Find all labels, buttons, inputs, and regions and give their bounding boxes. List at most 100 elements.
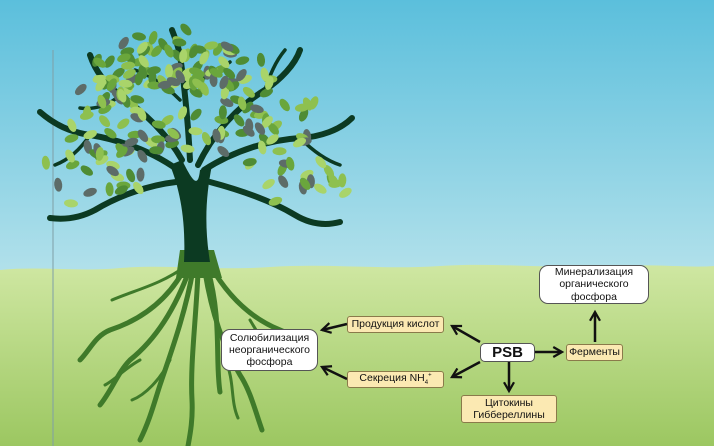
leaf [161, 115, 174, 126]
branch [207, 179, 343, 227]
leaf [294, 103, 309, 112]
leaf [151, 135, 166, 144]
trunk-body [170, 160, 212, 262]
enzymes-label: Ферменты [569, 346, 620, 359]
solubilization-label: Солюбилизация неорганического фосфора [229, 331, 310, 369]
leaf [147, 81, 162, 90]
leaf [323, 165, 335, 178]
leaf [54, 177, 63, 192]
leaf [137, 107, 147, 121]
leaf [272, 147, 287, 156]
root [130, 358, 172, 402]
branch [201, 115, 355, 173]
leaf [264, 76, 274, 90]
root [77, 259, 191, 363]
leaf [217, 146, 230, 157]
arrow-acids-to-solubilization [319, 322, 348, 334]
leaf [189, 45, 199, 59]
leaf [64, 134, 79, 143]
leaf [41, 155, 50, 170]
leaf [65, 149, 75, 163]
leaf [299, 177, 311, 190]
leaf [117, 53, 131, 63]
leaf [235, 56, 250, 65]
leaf [236, 69, 247, 82]
leaf [188, 127, 203, 136]
psb-label: PSB [492, 343, 523, 361]
leaf [339, 187, 352, 198]
leaf [148, 70, 157, 85]
leaf [219, 75, 229, 90]
root [103, 358, 142, 387]
root [97, 265, 193, 408]
leaf [199, 82, 209, 96]
leaf [218, 105, 227, 120]
leaf [218, 56, 230, 69]
leaf [220, 97, 234, 108]
leaf [254, 122, 266, 135]
leaf [67, 118, 77, 132]
leaf [268, 123, 279, 135]
leaf [191, 71, 205, 81]
leaf [120, 47, 135, 56]
leaf [79, 111, 94, 120]
leaf [266, 134, 279, 145]
leaf [105, 182, 114, 197]
leaf [126, 168, 136, 183]
arrow-psb-to-ammonium [450, 360, 481, 379]
leaf [201, 131, 212, 146]
leaf [64, 199, 78, 208]
leaf [124, 137, 139, 147]
root [137, 267, 196, 443]
leaf [242, 125, 255, 137]
leaf [132, 32, 146, 41]
leaf [130, 95, 145, 104]
leaf [136, 167, 145, 182]
psb-node: PSB [480, 343, 535, 362]
leaf [80, 165, 93, 176]
leaf [278, 175, 289, 188]
leaf [262, 178, 275, 190]
leaf [293, 137, 306, 148]
leaf [261, 116, 273, 128]
leaf [172, 38, 187, 47]
leaf [164, 44, 174, 58]
ammonium-node: Секреция NH4+ [347, 371, 444, 388]
leaf [167, 128, 180, 139]
leaf [309, 96, 319, 110]
leaf [212, 128, 221, 143]
leaf [220, 41, 234, 52]
ammonium-label: Секреция NH4+ [359, 372, 432, 387]
leaf [104, 128, 117, 139]
leaf [118, 79, 133, 88]
leaf [95, 146, 104, 161]
leaf [242, 158, 257, 167]
leaf [83, 130, 97, 140]
hormones-label: Цитокины Гиббереллины [473, 396, 545, 421]
branch [47, 179, 179, 222]
leaf [118, 36, 129, 50]
leaf [93, 57, 107, 68]
leaf [314, 183, 327, 194]
leaf [257, 140, 267, 155]
mineralization-node: Минерализация органического фосфора [539, 265, 649, 304]
leaf [99, 115, 111, 128]
leaf [233, 114, 245, 127]
leaf [177, 106, 188, 120]
leaf [204, 41, 218, 50]
leaf [136, 41, 148, 54]
leaf [180, 23, 192, 36]
leaf [151, 45, 163, 57]
mineralization-label: Минерализация органического фосфора [554, 266, 634, 303]
leaf [106, 78, 117, 92]
acids-node: Продукция кислот [347, 316, 444, 333]
leaf [315, 156, 327, 169]
leaf [190, 108, 202, 121]
leaf [164, 64, 174, 79]
leaf [242, 86, 255, 98]
leaf [115, 143, 127, 155]
leaf [338, 173, 347, 188]
hormones-node: Цитокины Гиббереллины [461, 395, 557, 423]
leaf [104, 55, 115, 68]
leaf [95, 78, 106, 92]
